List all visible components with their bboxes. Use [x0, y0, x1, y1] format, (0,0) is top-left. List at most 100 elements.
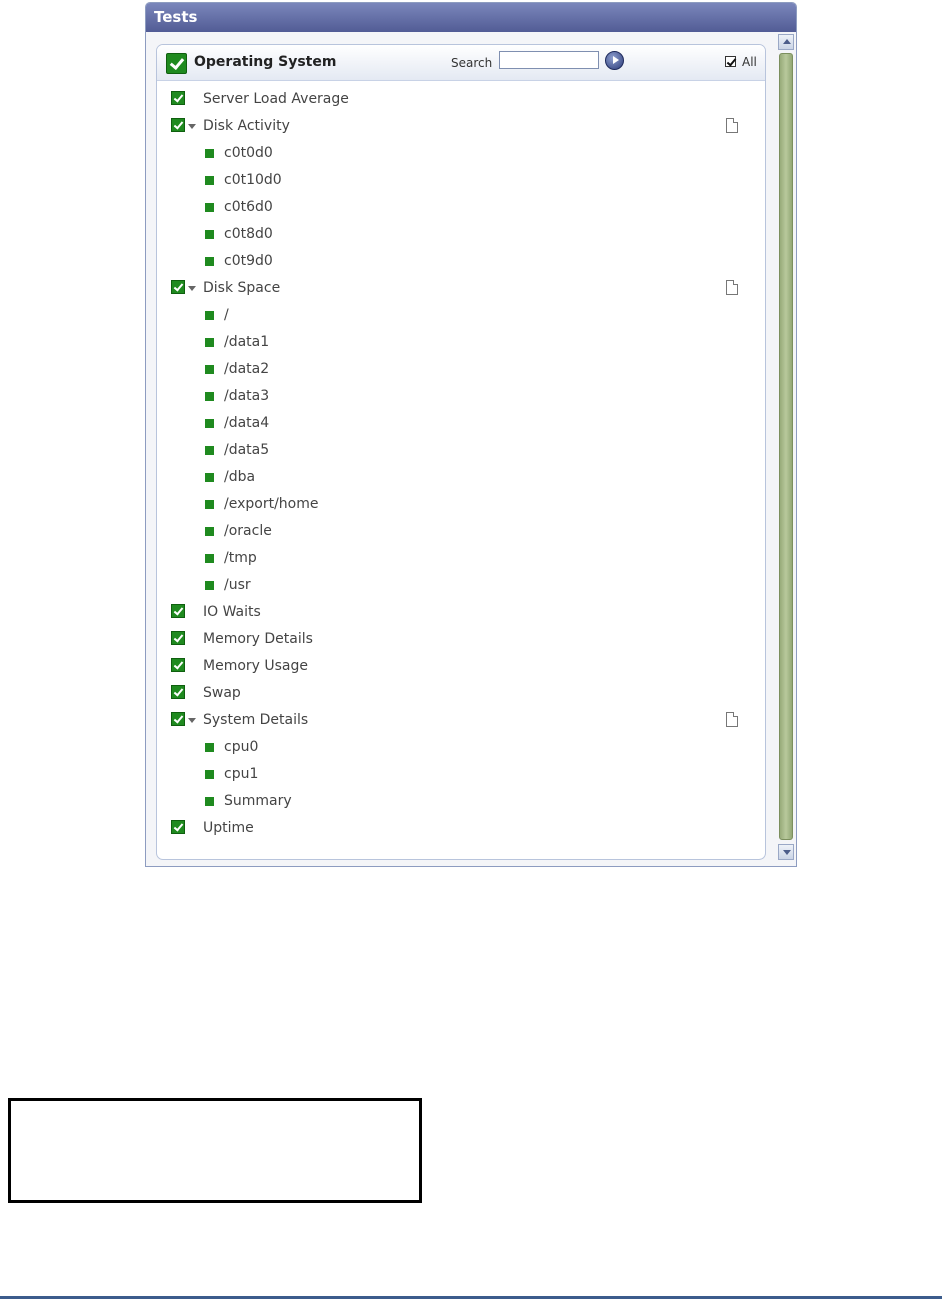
- tree-item-label: System Details: [203, 712, 309, 728]
- tree-subitem[interactable]: /dba: [157, 464, 765, 491]
- tree-item[interactable]: IO Waits: [157, 599, 765, 626]
- status-square-icon: [205, 743, 214, 752]
- tree-subitem[interactable]: /data3: [157, 383, 765, 410]
- tree-subitem[interactable]: /data1: [157, 329, 765, 356]
- tree-subitem[interactable]: /data2: [157, 356, 765, 383]
- status-square-icon: [205, 176, 214, 185]
- tree-item-label: c0t0d0: [224, 145, 273, 161]
- tree-item-label: c0t10d0: [224, 172, 282, 188]
- check-icon[interactable]: [171, 712, 185, 726]
- vertical-scrollbar[interactable]: [777, 32, 796, 862]
- tree-item-label: /usr: [224, 577, 251, 593]
- tree-item[interactable]: Server Load Average: [157, 86, 765, 113]
- tree-subitem[interactable]: cpu0: [157, 734, 765, 761]
- tests-panel: Tests Operating System Search All Server…: [145, 2, 797, 867]
- check-icon[interactable]: [171, 118, 185, 132]
- tree-item-label: Memory Usage: [203, 658, 309, 674]
- tree-item-label: /: [224, 307, 229, 323]
- status-square-icon: [205, 797, 214, 806]
- tree-subitem[interactable]: /data5: [157, 437, 765, 464]
- tree-item[interactable]: Memory Usage: [157, 653, 765, 680]
- check-icon[interactable]: [171, 631, 185, 645]
- tree-subitem[interactable]: c0t8d0: [157, 221, 765, 248]
- os-check-icon[interactable]: [166, 53, 187, 74]
- tree-item-label: /export/home: [224, 496, 319, 512]
- tree-item-label: cpu0: [224, 739, 259, 755]
- panel-title: Tests: [146, 3, 796, 32]
- all-label: All: [742, 55, 757, 69]
- tree-subitem[interactable]: /export/home: [157, 491, 765, 518]
- document-icon[interactable]: [726, 280, 738, 295]
- check-icon[interactable]: [171, 658, 185, 672]
- tree-item-label: Summary: [224, 793, 292, 809]
- tree-item-label: c0t9d0: [224, 253, 273, 269]
- status-square-icon: [205, 419, 214, 428]
- tree-item-label: /data3: [224, 388, 270, 404]
- chevron-down-icon[interactable]: [188, 286, 196, 291]
- empty-box: [8, 1098, 422, 1203]
- status-square-icon: [205, 365, 214, 374]
- tree-subitem[interactable]: /: [157, 302, 765, 329]
- check-icon[interactable]: [171, 820, 185, 834]
- chevron-down-icon[interactable]: [188, 718, 196, 723]
- tree-subitem[interactable]: c0t6d0: [157, 194, 765, 221]
- tree-item-label: /data1: [224, 334, 270, 350]
- tree-subitem[interactable]: Summary: [157, 788, 765, 815]
- document-icon[interactable]: [726, 712, 738, 727]
- status-square-icon: [205, 770, 214, 779]
- search-go-icon[interactable]: [605, 51, 624, 70]
- search-input[interactable]: [499, 51, 599, 69]
- status-square-icon: [205, 338, 214, 347]
- status-square-icon: [205, 554, 214, 563]
- tree-subitem[interactable]: c0t0d0: [157, 140, 765, 167]
- tree-subitem[interactable]: /oracle: [157, 518, 765, 545]
- tree-item-label: cpu1: [224, 766, 259, 782]
- tree-item-label: c0t8d0: [224, 226, 273, 242]
- tree-item-label: Disk Activity: [203, 118, 290, 134]
- scroll-down-button[interactable]: [778, 844, 794, 860]
- tree-header: Operating System Search All: [157, 45, 765, 81]
- status-square-icon: [205, 392, 214, 401]
- check-icon[interactable]: [171, 91, 185, 105]
- tree-subitem[interactable]: /data4: [157, 410, 765, 437]
- check-icon[interactable]: [171, 685, 185, 699]
- tree-item[interactable]: Memory Details: [157, 626, 765, 653]
- tree-subitem[interactable]: cpu1: [157, 761, 765, 788]
- status-square-icon: [205, 473, 214, 482]
- tree-item[interactable]: Uptime: [157, 815, 765, 842]
- tree-subitem[interactable]: /usr: [157, 572, 765, 599]
- search-label: Search: [451, 56, 493, 70]
- status-square-icon: [205, 257, 214, 266]
- tree-item-label: /oracle: [224, 523, 272, 539]
- scroll-up-button[interactable]: [778, 34, 794, 50]
- tree-item-label: /dba: [224, 469, 256, 485]
- chevron-down-icon[interactable]: [188, 124, 196, 129]
- tree-subitem[interactable]: /tmp: [157, 545, 765, 572]
- check-icon[interactable]: [171, 280, 185, 294]
- tree-item-label: /data5: [224, 442, 270, 458]
- os-title: Operating System: [194, 54, 337, 70]
- tree-item[interactable]: Disk Activity: [157, 113, 765, 140]
- tree-item-label: /data4: [224, 415, 270, 431]
- tree-subitem[interactable]: c0t9d0: [157, 248, 765, 275]
- tree-item-label: Disk Space: [203, 280, 281, 296]
- tree-item-label: Uptime: [203, 820, 254, 836]
- scroll-thumb[interactable]: [779, 53, 793, 840]
- status-square-icon: [205, 581, 214, 590]
- tree-item-label: Server Load Average: [203, 91, 349, 107]
- status-square-icon: [205, 446, 214, 455]
- document-icon[interactable]: [726, 118, 738, 133]
- tree-item[interactable]: Disk Space: [157, 275, 765, 302]
- tree-subitem[interactable]: c0t10d0: [157, 167, 765, 194]
- tests-tree: Operating System Search All Server Load …: [156, 44, 766, 860]
- tree-item-label: IO Waits: [203, 604, 261, 620]
- check-icon[interactable]: [171, 604, 185, 618]
- status-square-icon: [205, 500, 214, 509]
- tree-item-label: /data2: [224, 361, 270, 377]
- tree-item[interactable]: Swap: [157, 680, 765, 707]
- tree-item-label: /tmp: [224, 550, 257, 566]
- tree-item[interactable]: System Details: [157, 707, 765, 734]
- all-checkbox[interactable]: [725, 56, 736, 67]
- status-square-icon: [205, 527, 214, 536]
